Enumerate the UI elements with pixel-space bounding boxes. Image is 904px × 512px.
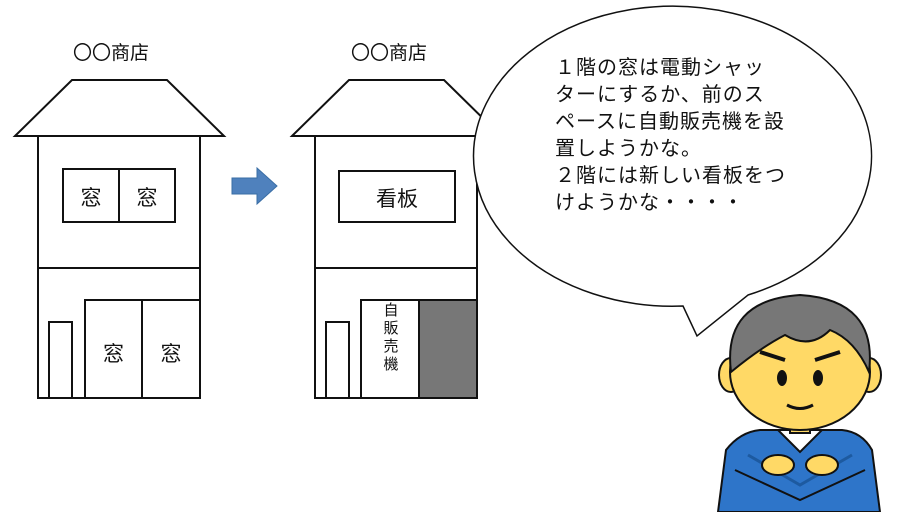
left-house-roof [12,79,227,137]
vending-machine-char: 自 [383,301,399,319]
right-door [325,321,350,399]
right-shop-name: 〇〇商店 [351,42,428,64]
speech-line: １階の窓は電動シャッ [555,55,765,79]
left-house-lower-floor [37,267,201,399]
left-shop-name: 〇〇商店 [73,42,150,64]
speech-bubble [472,5,873,338]
shirt [716,429,882,512]
shutter [418,299,478,399]
left-upper-window-right-label: 窓 [136,186,158,210]
left-house [12,79,227,399]
speech-bubble-text: １階の窓は電動シャッ ターにするか、前のス ペースに自動販売機を設 置しようかな… [555,54,855,216]
left-lower-window-right-label: 窓 [160,342,182,366]
signboard-label: 看板 [376,187,418,211]
speech-line: ２階には新しい看板をつ [555,163,786,187]
speech-line: ペースに自動販売機を設 [555,109,785,133]
speech-line: ターにするか、前のス [555,82,765,106]
speech-line: 置しようかな。 [555,136,702,160]
vending-machine-char: 売 [383,337,399,355]
left-door [48,321,73,399]
speech-line: けようかな・・・・ [555,190,744,214]
right-house [289,79,504,399]
hair [729,293,871,376]
vending-machine-label: 自 販 売 機 [362,301,420,397]
vending-machine-char: 販 [383,319,399,337]
left-lower-window-left-label: 窓 [103,342,124,366]
left-upper-window-left-label: 窓 [80,186,102,210]
thinking-man [716,293,882,512]
right-house-roof [289,79,504,137]
arrow-icon [231,166,278,206]
right-signboard [338,170,456,223]
vending-machine-char: 機 [383,355,399,373]
